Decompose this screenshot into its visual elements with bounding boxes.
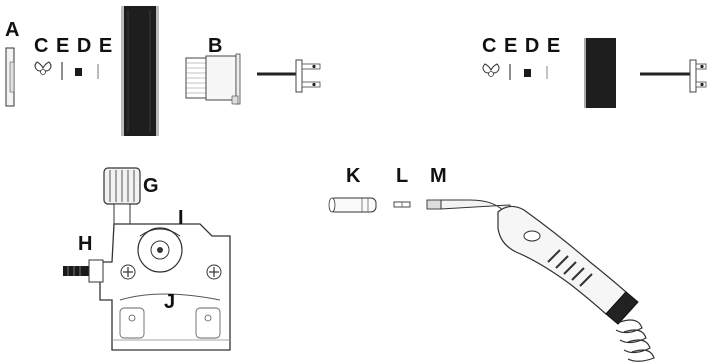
part-k-nozzle (328, 197, 377, 213)
label-i: I (178, 207, 184, 229)
part-b-spool-hub (185, 53, 241, 105)
label-k: K (346, 165, 361, 187)
mig-torch (440, 199, 639, 325)
label-m: M (430, 165, 447, 187)
part-d-block (75, 68, 82, 76)
screw-left (120, 264, 136, 280)
label-group-cede-right: C E D E (482, 35, 562, 57)
part-m-gas-diffuser (426, 199, 442, 210)
wire-spool-small (584, 38, 616, 108)
label-b: B (208, 35, 223, 57)
part-j-base-plate (112, 293, 230, 341)
label-h: H (78, 233, 93, 255)
spindle-bracket-left (257, 59, 321, 93)
label-g: G (143, 175, 159, 197)
part-a-plate (5, 47, 15, 107)
part-h-inlet-guide (63, 259, 104, 283)
label-j: J (164, 291, 176, 313)
label-a: A (5, 19, 20, 41)
label-l: L (396, 165, 409, 187)
part-g-tension-knob (103, 167, 141, 225)
part-c-wing-nut-right (482, 63, 500, 77)
wire-spool (121, 6, 159, 136)
spindle-bracket-right (640, 59, 707, 93)
part-l-contact-tip (393, 201, 411, 208)
wire-feeder-assembly (63, 167, 231, 351)
screw-right (206, 264, 222, 280)
part-c-wing-nut (34, 61, 52, 75)
torch-cable-spring (615, 319, 655, 362)
label-group-cede-left: C E D E (34, 35, 114, 57)
part-i-drive-roll (137, 227, 183, 273)
part-d-block-right (524, 69, 531, 77)
